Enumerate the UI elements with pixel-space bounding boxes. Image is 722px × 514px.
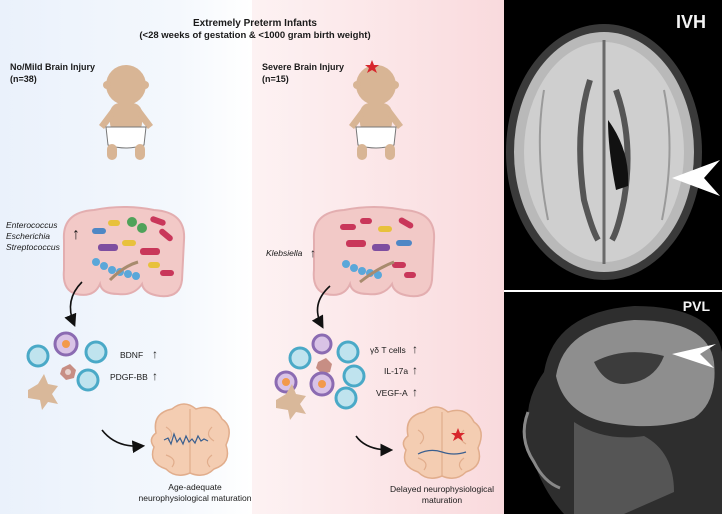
bacteria-label: Streptococcus — [6, 242, 60, 252]
ivh-label: IVH — [675, 12, 706, 32]
right-outcome-line2: maturation — [421, 495, 463, 505]
left-group-n: (n=38) — [10, 74, 37, 84]
marker-label: BDNF — [120, 350, 144, 360]
marker-label: PDGF-BB — [110, 372, 148, 382]
up-arrow-icon: ↑ — [152, 369, 158, 383]
mri-pvl-drawing — [522, 306, 722, 514]
mri-ivh-image: IVH — [504, 0, 722, 290]
figure-title: Extremely Preterm Infants — [193, 18, 317, 29]
pvl-label: PVL — [682, 298, 710, 314]
mri-pvl-image: PVL — [504, 292, 722, 514]
arrow-icon — [311, 285, 331, 329]
right-outcome-line1: Delayed neurophysiological — [390, 484, 494, 494]
immune-cells-left — [26, 331, 108, 410]
marker-label: IL-17a — [384, 366, 409, 376]
brain-icon-right — [402, 406, 482, 479]
up-arrow-icon: ↑ — [412, 363, 418, 377]
arrow-icon — [101, 429, 146, 454]
baby-icon-right — [348, 64, 404, 161]
up-arrow-icon: ↑ — [412, 342, 418, 356]
right-group-n: (n=15) — [262, 74, 289, 84]
baby-icon-left — [98, 64, 154, 161]
bacteria-label: Klebsiella — [266, 248, 303, 258]
arrowhead-icon — [672, 160, 720, 196]
up-arrow-icon: ↑ — [72, 226, 80, 243]
brain-icon-left — [150, 403, 230, 476]
up-arrow-icon: ↑ — [310, 246, 316, 260]
arrowhead-icon — [672, 344, 716, 368]
arrow-icon — [64, 281, 83, 327]
left-group-label: No/Mild Brain Injury — [10, 62, 96, 72]
bacteria-label: Escherichia — [6, 231, 50, 241]
figure-subtitle: (<28 weeks of gestation & <1000 gram bir… — [139, 30, 371, 41]
right-group-label: Severe Brain Injury — [262, 62, 345, 72]
bacteria-label: Enterococcus — [6, 220, 58, 230]
mri-ivh-drawing — [506, 24, 720, 280]
arrow-icon — [355, 435, 394, 457]
left-outcome-line1: Age-adequate — [168, 482, 222, 492]
star-icon — [365, 60, 379, 73]
marker-label: VEGF-A — [376, 388, 408, 398]
immune-cells-right — [274, 333, 366, 420]
gut-icon-right — [312, 206, 436, 298]
left-outcome-line2: neurophysiological maturation — [138, 493, 252, 503]
gut-icon-left — [62, 206, 186, 298]
marker-label: γδ T cells — [370, 345, 406, 355]
up-arrow-icon: ↑ — [412, 385, 418, 399]
up-arrow-icon: ↑ — [152, 347, 158, 361]
